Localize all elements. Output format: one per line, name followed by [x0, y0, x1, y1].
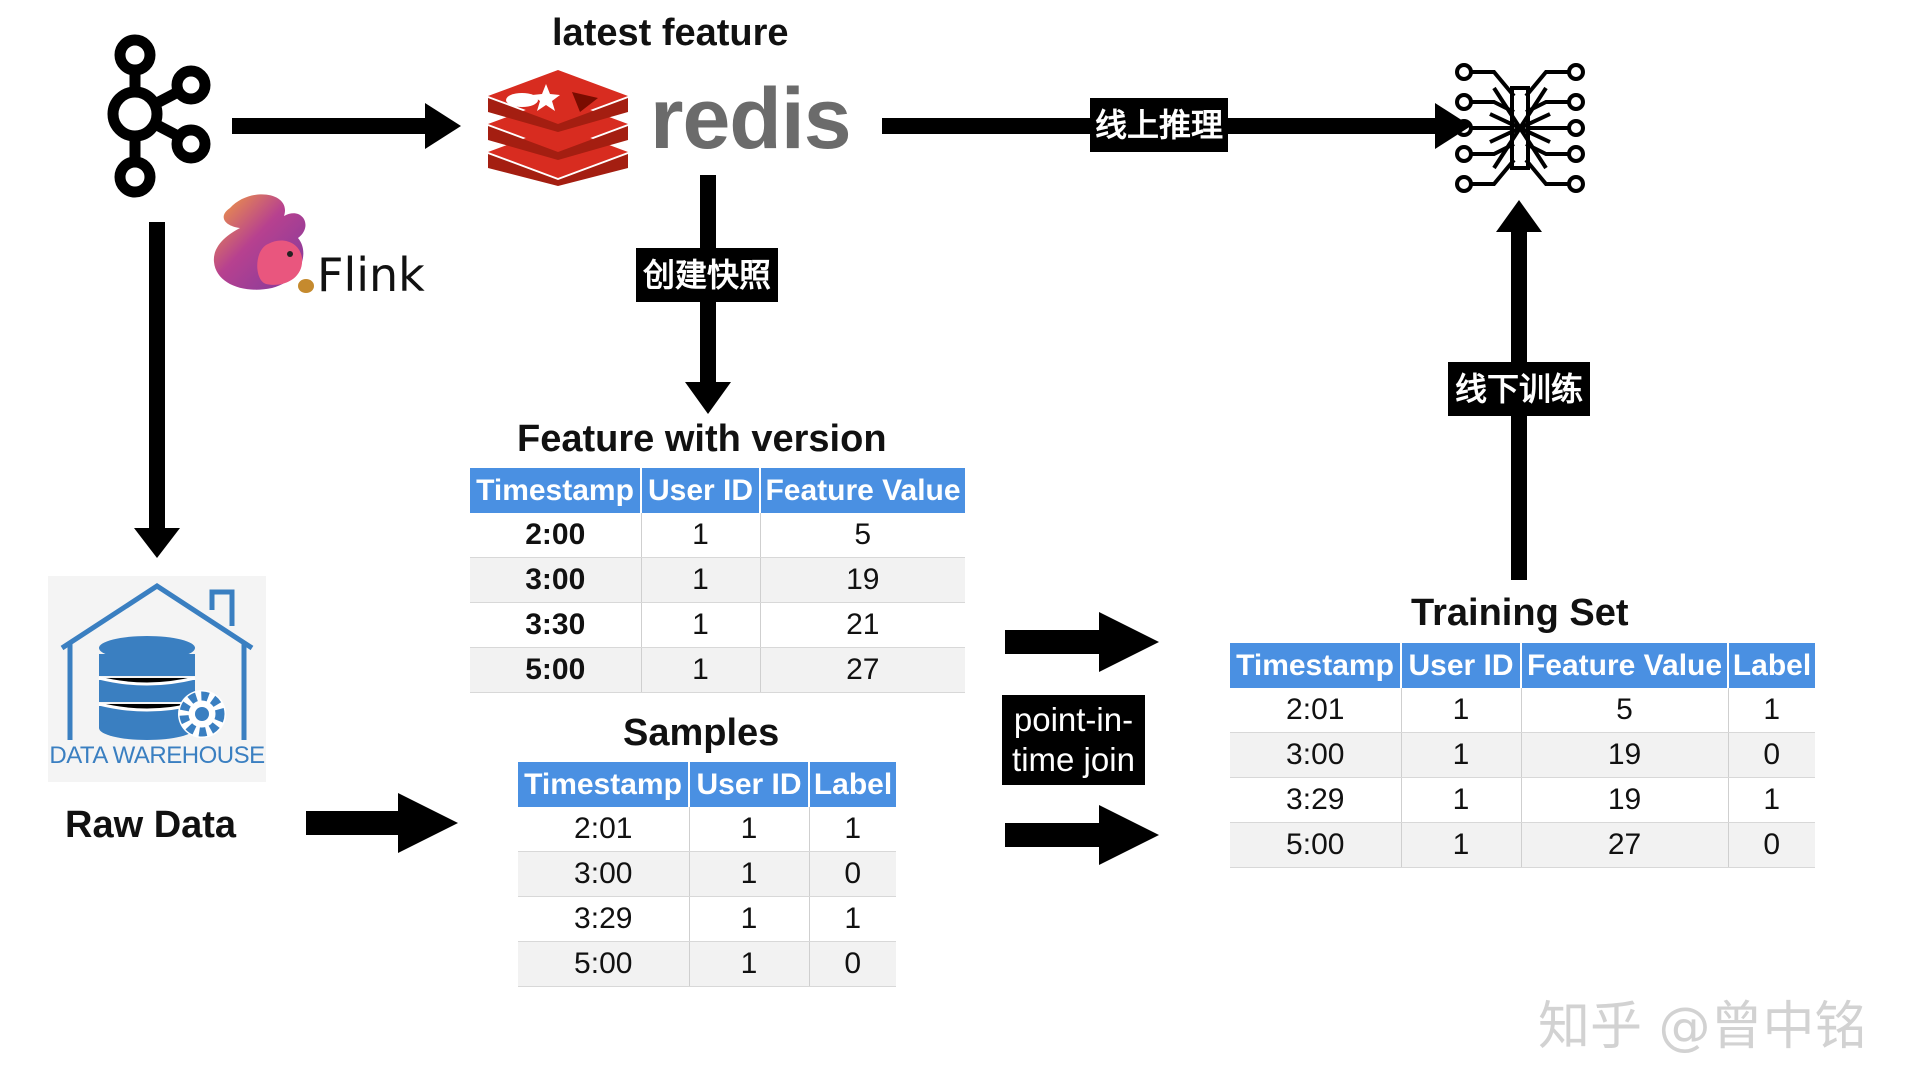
table-cell: 0 [809, 941, 896, 987]
table-row: 5:00 1 0 [518, 941, 896, 987]
table-row: 3:00 1 0 [518, 851, 896, 897]
table-cell: 2:00 [470, 513, 642, 558]
feature-table-title: Feature with version [517, 418, 887, 460]
column-header: Timestamp [1230, 643, 1402, 688]
table-row: 2:01 1 5 1 [1230, 688, 1815, 733]
column-header: Timestamp [518, 762, 690, 807]
table-cell: 1 [1728, 688, 1815, 733]
table-cell: 1 [689, 851, 810, 897]
table-cell: 1 [1728, 777, 1815, 823]
column-header: User ID [641, 468, 761, 513]
arrowhead-icon [398, 793, 458, 853]
table-cell: 1 [689, 941, 810, 987]
table-cell: 3:29 [518, 896, 690, 942]
table-cell: 1 [1401, 777, 1522, 823]
table-cell: 1 [641, 602, 761, 648]
table-row: 3:00 1 19 [470, 557, 965, 603]
column-header: Timestamp [470, 468, 642, 513]
table-row: 3:29 1 1 [518, 896, 896, 942]
table-cell: 3:00 [470, 557, 642, 603]
latest-feature-title: latest feature [552, 12, 789, 54]
arrow-warehouse-to-samples [306, 811, 400, 835]
data-warehouse-icon [60, 583, 254, 740]
column-header: Label [1728, 643, 1815, 688]
point-in-time-join-label: point-in- time join [1002, 695, 1145, 785]
table-cell: 5:00 [470, 647, 642, 693]
kafka-icon [107, 34, 211, 198]
table-cell: 1 [689, 896, 810, 942]
samples-table-title: Samples [623, 712, 780, 754]
column-header: User ID [689, 762, 810, 807]
table-cell: 2:01 [518, 807, 690, 852]
table-cell: 0 [1728, 732, 1815, 778]
table-row: 3:30 1 21 [470, 602, 965, 648]
arrow-kafka-to-redis [232, 118, 427, 134]
arrowhead-icon [685, 382, 731, 414]
arrowhead-icon [425, 103, 461, 149]
training-table-title: Training Set [1411, 592, 1629, 634]
table-cell: 0 [809, 851, 896, 897]
column-header: Feature Value [1521, 643, 1729, 688]
snapshot-label: 创建快照 [636, 248, 778, 302]
table-cell: 19 [1521, 732, 1729, 778]
table-cell: 5 [760, 513, 965, 558]
table-cell: 1 [809, 896, 896, 942]
table-cell: 1 [641, 557, 761, 603]
data-warehouse-label: DATA WAREHOUSE [49, 742, 265, 769]
table-cell: 3:00 [518, 851, 690, 897]
neural-network-icon [1455, 63, 1585, 193]
table-cell: 3:00 [1230, 732, 1402, 778]
table-cell: 5:00 [1230, 822, 1402, 868]
table-row: 5:00 1 27 0 [1230, 822, 1815, 868]
feature-table: Timestamp User ID Feature Value 2:00 1 5… [470, 468, 965, 693]
arrow-feature-to-join [1005, 630, 1101, 654]
arrowhead-icon [1099, 612, 1159, 672]
arrowhead-icon [134, 528, 180, 558]
flink-wordmark: Flink [317, 248, 425, 302]
arrowhead-icon [1496, 200, 1542, 232]
table-cell: 3:30 [470, 602, 642, 648]
training-table: Timestamp User ID Feature Value Label 2:… [1230, 643, 1815, 868]
table-row: 2:00 1 5 [470, 513, 965, 558]
redis-wordmark: redis [650, 71, 852, 167]
online-inference-label: 线上推理 [1090, 98, 1228, 152]
table-cell: 1 [1401, 688, 1522, 733]
redis-cube-icon [488, 70, 628, 186]
table-cell: 1 [641, 647, 761, 693]
arrow-samples-to-join [1005, 823, 1101, 847]
table-row: 3:29 1 19 1 [1230, 777, 1815, 823]
table-row: 5:00 1 27 [470, 647, 965, 693]
table-cell: 5 [1521, 688, 1729, 733]
table-cell: 19 [760, 557, 965, 603]
flink-squirrel-icon [213, 194, 314, 293]
arrowhead-icon [1435, 103, 1471, 149]
samples-table: Timestamp User ID Label 2:01 1 1 3:00 1 … [518, 762, 896, 987]
table-row: 3:00 1 19 0 [1230, 732, 1815, 778]
raw-data-caption: Raw Data [65, 804, 237, 846]
table-cell: 1 [809, 807, 896, 852]
table-cell: 0 [1728, 822, 1815, 868]
column-header: Label [809, 762, 896, 807]
table-cell: 19 [1521, 777, 1729, 823]
table-cell: 1 [1401, 732, 1522, 778]
table-cell: 27 [1521, 822, 1729, 868]
offline-training-label: 线下训练 [1448, 362, 1590, 416]
table-cell: 5:00 [518, 941, 690, 987]
table-cell: 1 [689, 807, 810, 852]
arrowhead-icon [1099, 805, 1159, 865]
watermark: 知乎 @曾中铭 [1538, 997, 1867, 1057]
table-cell: 21 [760, 602, 965, 648]
column-header: User ID [1401, 643, 1522, 688]
table-cell: 3:29 [1230, 777, 1402, 823]
table-cell: 27 [760, 647, 965, 693]
table-cell: 2:01 [1230, 688, 1402, 733]
arrow-kafka-to-warehouse [149, 222, 165, 530]
table-cell: 1 [1401, 822, 1522, 868]
table-row: 2:01 1 1 [518, 807, 896, 852]
table-cell: 1 [641, 513, 761, 558]
column-header: Feature Value [760, 468, 965, 513]
